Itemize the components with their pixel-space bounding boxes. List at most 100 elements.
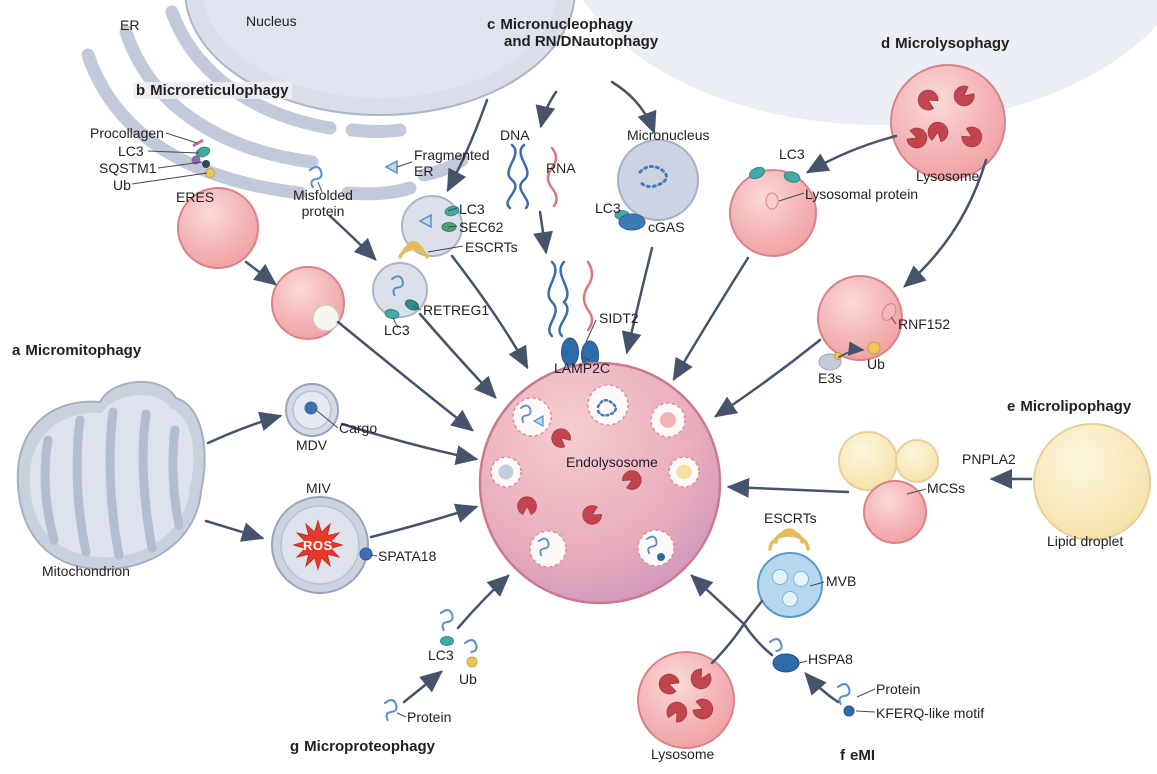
section-b-letter: b [136, 82, 146, 99]
lysosomal-protein-label: Lysosomal protein [805, 186, 919, 202]
lc3-label-c: LC3 [595, 200, 621, 216]
endolysosome-enzymes [517, 428, 642, 525]
mdv-shape [285, 383, 339, 437]
cristae-icon [40, 407, 184, 560]
escrts-icon [398, 241, 429, 259]
section-e-letter: e [1007, 398, 1016, 415]
mcss-label: MCSs [927, 480, 966, 496]
lysosome-f-shape [637, 651, 735, 749]
ros-burst-icon [292, 519, 344, 571]
dna-icon [558, 260, 569, 338]
dna-icon [519, 143, 529, 210]
misfolded-protein-icon [308, 166, 323, 189]
dna-label: DNA [500, 127, 530, 143]
mvb-shape [757, 528, 823, 618]
cargo-label: Cargo [339, 420, 378, 436]
sqstm1-dark-icon [202, 160, 210, 168]
section-c-text-line1: Micronucleophagy [500, 16, 633, 33]
lysosome-label-f: Lysosome [651, 746, 715, 762]
section-a-text: Micromitophagy [25, 342, 142, 359]
escrts-label-f: ESCRTs [764, 510, 817, 526]
cgas-icon [618, 213, 646, 231]
lysosome-d-shape [890, 64, 1006, 180]
kferq-label: KFERQ-like motif [876, 705, 985, 721]
lipid-droplet-label: Lipid droplet [1047, 533, 1124, 549]
lc3-label-b3: LC3 [384, 322, 410, 338]
rna-icon [546, 146, 558, 208]
miv-shape [271, 496, 373, 594]
ub-label-g: Ub [459, 671, 477, 687]
eres-vesicle [177, 139, 259, 269]
sec62-label: SEC62 [459, 219, 504, 235]
micronucleus-label: Micronucleus [627, 127, 710, 143]
section-f-letter: f [840, 747, 845, 764]
procollagen-icon [192, 139, 204, 147]
sqstm1-label: SQSTM1 [99, 160, 157, 176]
endolysosome-label: Endolysosome [566, 454, 658, 470]
dna-rna-upper [506, 143, 558, 210]
retreg1-label: RETREG1 [423, 302, 490, 318]
proteophagy-substrates [383, 609, 478, 722]
eres-label: ERES [176, 189, 215, 205]
lysosomal-protein-icon [765, 192, 779, 210]
protein-label-g: Protein [407, 709, 452, 725]
dna-rna-lower [547, 260, 594, 338]
micronucleus-shape [614, 139, 699, 231]
lysosome-enzymes [658, 668, 714, 723]
spata18-label: SPATA18 [378, 548, 437, 564]
mitochondrion-shape [16, 380, 206, 571]
section-f-text: eMI [850, 747, 876, 764]
er-fragment-icon [384, 159, 398, 175]
er-label: ER [120, 17, 140, 33]
mcs-cluster [838, 431, 939, 544]
eres-derived-vesicle [271, 266, 345, 340]
lc3-label-b1: LC3 [118, 143, 144, 159]
lc3-label-g: LC3 [428, 647, 454, 663]
rnf152-vesicle [817, 275, 903, 371]
retreg1-vesicle [372, 262, 428, 320]
hspa8-label: HSPA8 [808, 651, 853, 667]
lc3-label-b2: LC3 [459, 201, 485, 217]
protein-icon [383, 699, 398, 722]
section-b-text: Microreticulophagy [150, 82, 289, 99]
section-g-text: Microproteophagy [304, 738, 436, 755]
e3s-label: E3s [818, 370, 843, 386]
dna-icon [506, 143, 517, 210]
mvb-label: MVB [826, 573, 857, 589]
protein-icon [463, 639, 478, 654]
ub-icon [466, 656, 478, 668]
dna-icon [547, 260, 557, 338]
rnf152-icon [881, 303, 897, 321]
er-fragment-icon [418, 213, 432, 229]
kferq-substrate-icon [836, 683, 855, 717]
procollagen-label: Procollagen [90, 125, 164, 141]
sidt2-label: SIDT2 [599, 310, 639, 326]
endolysosome-internal-vesicles [490, 384, 700, 568]
lc3-icon [748, 166, 766, 180]
lipid-droplet-shape [1033, 423, 1151, 541]
ros-label: ROS [303, 538, 333, 553]
ub-label-b: Ub [113, 177, 131, 193]
nucleus-shape [184, 0, 576, 116]
escrts-icon [768, 528, 810, 551]
miv-label: MIV [306, 480, 331, 496]
lc3-icon [440, 636, 454, 646]
chromatin-icon [638, 165, 668, 189]
section-c-text-line2: and RN/DNautophagy [504, 33, 659, 50]
lc3-icon [384, 308, 400, 320]
cgas-label: cGAS [648, 219, 685, 235]
cell-background [583, 0, 1157, 125]
ub-label-d: Ub [867, 356, 885, 372]
mdv-label: MDV [296, 437, 328, 453]
misfolded-protein-icon [391, 275, 404, 297]
section-a-letter: a [12, 342, 21, 359]
pnpla2-label: PNPLA2 [962, 451, 1016, 467]
lysosome-enzymes [906, 85, 983, 149]
spata18-icon [359, 547, 373, 561]
